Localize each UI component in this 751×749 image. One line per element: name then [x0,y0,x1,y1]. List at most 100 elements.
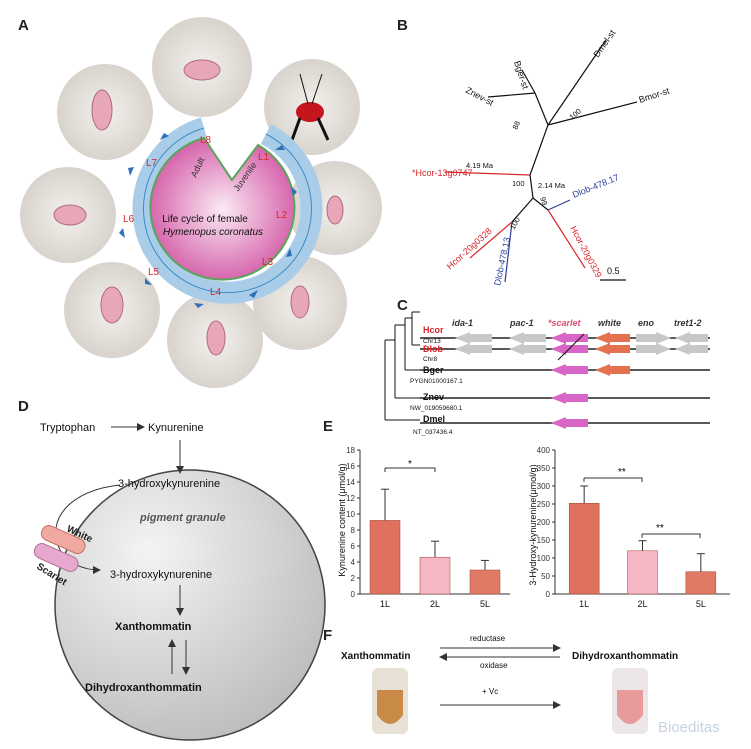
gene-ida1: ida-1 [452,318,473,328]
f-vc: + Vc [482,687,498,696]
support-2: 88 [511,120,522,131]
panel-label-e: E [323,418,333,435]
y-tick-label: 0 [546,590,551,599]
x-tick-label: 5L [696,599,706,609]
y-tick-label: 150 [537,536,551,545]
sig-bracket [583,477,643,482]
y-tick-label: 8 [351,526,356,535]
row-hcor: Hcor [423,325,444,335]
f-oxidase: oxidase [480,661,508,670]
taxon-hcor20a: Hcor-20g0328 [445,226,494,272]
scale-label: 0.5 [607,266,620,276]
d-hk-outside: 3-hydroxykynurenine [118,478,220,490]
support-3: 100 [512,179,525,188]
bar [369,520,401,595]
support-4: 100 [508,216,522,231]
chart-right-ylabel: 3-Hydroxy-kynurenine(μmol/g) [528,464,538,585]
x-tick-label: 5L [480,599,490,609]
lifecycle-title-2: Hymenopus coronatus [163,227,263,238]
stage-label-l5: L5 [148,267,160,278]
gene-white: white [598,318,621,328]
tube-xanthommatin [372,668,408,734]
gene-pac1: pac-1 [509,318,534,328]
row-znev: Znev [423,392,444,402]
stage-label-l6: L6 [123,214,135,225]
taxon-dmel: Dmel-st [591,28,617,60]
time-1: 4.19 Ma [466,161,494,170]
taxon-bger: Bger-st [512,60,531,91]
gene-scarlet: *scarlet [548,318,582,328]
y-tick-label: 2 [351,574,356,583]
row-znev-sub: NW_019059680.1 [410,405,463,412]
y-tick-label: 350 [537,464,551,473]
sig-right-1: ** [618,467,626,478]
row-hcor-sub: Chr13 [423,338,441,345]
gene-tret1: tret1-2 [674,318,702,328]
f-xanthommatin: Xanthommatin [341,651,410,662]
branch-root [529,124,549,176]
taxon-hcor13: *Hcor-13g0747 [412,168,473,178]
y-tick-label: 16 [346,462,355,471]
d-granule: pigment granule [139,512,226,524]
sig-bracket [641,533,701,538]
y-tick-label: 0 [351,590,356,599]
support-5: 99 [538,196,549,207]
d-kynurenine: Kynurenine [148,422,204,434]
bar [568,503,600,595]
row-bger: Bger [423,365,444,375]
bar [419,556,451,595]
row-dlob: Dlob [423,344,443,354]
gene-eno: eno [638,318,655,328]
photo-l1-nymph [290,73,330,141]
y-tick-label: 6 [351,542,356,551]
y-tick-label: 4 [351,558,356,567]
stage-label-l7: L7 [146,158,158,169]
taxon-dlob1: Dlob-478.17 [571,172,620,200]
d-dihydro: Dihydroxanthommatin [85,682,202,694]
x-tick-label: 2L [637,599,647,609]
y-tick-label: 100 [537,554,551,563]
y-tick-label: 18 [346,446,355,455]
y-tick-label: 300 [537,482,551,491]
taxon-dlob2: Dlob-478.13 [492,236,512,286]
tube-dihydro [612,668,648,734]
d-xanthommatin: Xanthommatin [115,621,192,633]
stage-label-l1: L1 [258,152,270,163]
lifecycle-ring [119,117,323,308]
taxon-hcor20b: Hcor-20g0329 [568,224,604,279]
panel-label-a: A [18,17,29,34]
x-tick-label: 1L [380,599,390,609]
row-dlob-sub: Chr8 [423,356,437,363]
d-hk-inside: 3-hydroxykynurenine [110,569,212,581]
stage-label-l8: L8 [200,135,212,146]
sig-right-2: ** [656,523,664,534]
row-bger-sub: PYGN01000167.1 [410,378,463,385]
stage-label-l2: L2 [276,210,288,221]
stage-label-l4: L4 [210,287,222,298]
row-dmel-sub: NT_037436.4 [413,429,453,436]
panel-label-c: C [397,297,408,314]
sig-left: * [408,459,412,470]
x-tick-label: 2L [430,599,440,609]
bar [685,571,717,595]
time-2: 2.14 Ma [538,181,566,190]
lifecycle-title-1: Life cycle of female [162,214,248,225]
y-tick-label: 200 [537,518,551,527]
panel-label-d: D [18,398,29,415]
panel-label-f: F [323,627,332,644]
f-dihydro: Dihydroxanthommatin [572,651,678,662]
transporters [33,525,86,573]
f-arrows [439,644,561,709]
panel-label-b: B [397,17,408,34]
x-tick-label: 1L [579,599,589,609]
y-tick-label: 50 [541,572,550,581]
synteny-tree [384,311,420,421]
pigment-granule [54,469,326,741]
sig-bracket [384,467,436,472]
stage-label-l3: L3 [262,257,274,268]
y-tick-label: 400 [537,446,551,455]
y-tick-label: 12 [346,494,355,503]
